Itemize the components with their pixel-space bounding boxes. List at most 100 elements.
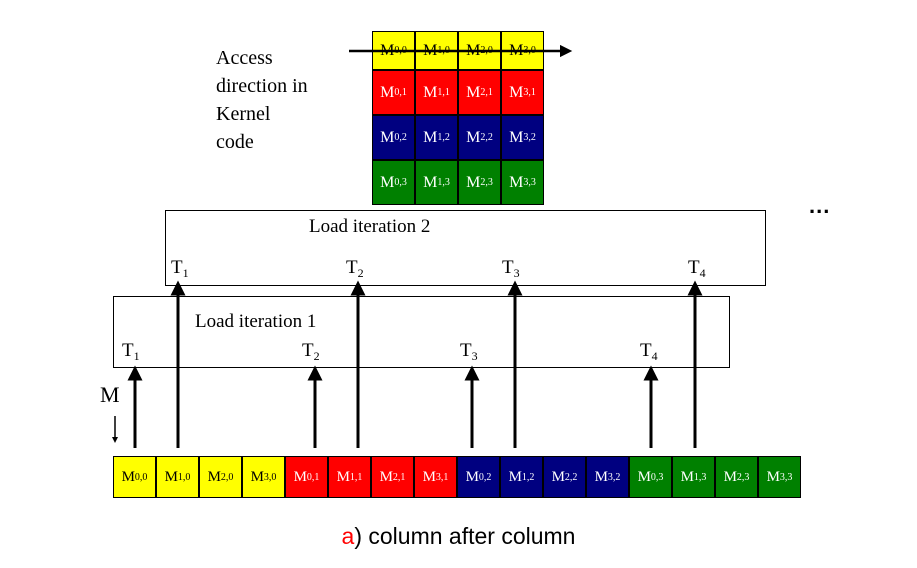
access-line-1: Access [216, 47, 273, 69]
thread-label-iter2: T2 [346, 257, 364, 281]
cell-index: 0,0 [134, 471, 148, 483]
cell-index: 0,3 [394, 177, 407, 188]
cell-letter: M [422, 468, 436, 485]
cell-index: 3,2 [523, 132, 536, 143]
cell-index: 1,0 [177, 471, 191, 483]
cell-letter: M [336, 468, 350, 485]
cell-letter: M [509, 128, 524, 146]
cell-index: 2,3 [736, 471, 750, 483]
cell-letter: M [380, 128, 395, 146]
cell-index: 3,2 [607, 471, 621, 483]
thread-label-iter2: T3 [502, 257, 520, 281]
cell-letter: M [380, 173, 395, 191]
cell-index: 2,1 [480, 87, 493, 98]
caption-letter: a [341, 523, 355, 549]
cell-index: 0,1 [394, 87, 407, 98]
load-iteration-1-label: Load iteration 1 [195, 311, 317, 332]
thread-prefix: T [302, 340, 314, 361]
cell-letter: M [466, 83, 481, 101]
cell-index: 3,3 [779, 471, 793, 483]
cell-letter: M [594, 468, 608, 485]
cell-letter: M [250, 468, 264, 485]
cell-index: 1,1 [437, 87, 450, 98]
cell-index: 2,3 [480, 177, 493, 188]
thread-prefix: T [122, 340, 134, 361]
thread-index: 1 [133, 349, 140, 363]
cell-index: 3,0 [263, 471, 277, 483]
cell-index: 1,3 [437, 177, 450, 188]
cell-index: 2,1 [392, 471, 406, 483]
thread-index: 2 [357, 266, 364, 280]
access-line-2: direction in [216, 75, 308, 97]
cell-index: 0,1 [306, 471, 320, 483]
thread-label-iter2: T4 [688, 257, 706, 281]
cell-index: 0,3 [650, 471, 664, 483]
cell-index: 3,3 [523, 177, 536, 188]
thread-label-iter1: T4 [640, 340, 658, 364]
thread-index: 1 [182, 266, 189, 280]
cell-letter: M [423, 128, 438, 146]
cell-index: 1,1 [349, 471, 363, 483]
thread-index: 3 [513, 266, 520, 280]
cell-letter: M [293, 468, 307, 485]
cell-letter: M [466, 128, 481, 146]
thread-label-iter1: T1 [122, 340, 140, 364]
cell-index: 3,1 [435, 471, 449, 483]
thread-index: 4 [699, 266, 706, 280]
thread-index: 2 [313, 349, 320, 363]
cell-letter: M [164, 468, 178, 485]
cell-letter: M [509, 83, 524, 101]
cell-letter: M [423, 41, 438, 59]
thread-label-iter1: T2 [302, 340, 320, 364]
cell-index: 2,0 [480, 45, 493, 56]
cell-letter: M [466, 41, 481, 59]
cell-index: 0,2 [394, 132, 407, 143]
cell-index: 2,2 [564, 471, 578, 483]
m-label: M [100, 382, 120, 407]
cell-letter: M [423, 173, 438, 191]
thread-index: 4 [651, 349, 658, 363]
cell-letter: M [466, 173, 481, 191]
cell-letter: M [551, 468, 565, 485]
figure-caption: a) column after column [0, 523, 917, 550]
access-direction-label: Access direction in Kernel code [216, 44, 308, 156]
cell-index: 1,0 [437, 45, 450, 56]
thread-prefix: T [640, 340, 652, 361]
thread-prefix: T [502, 257, 514, 278]
cell-index: 0,0 [394, 45, 407, 56]
continuation-dots: ... [809, 193, 831, 218]
caption-text: ) column after column [354, 523, 576, 549]
cell-index: 3,0 [523, 45, 536, 56]
cell-letter: M [508, 468, 522, 485]
thread-prefix: T [688, 257, 700, 278]
cell-letter: M [380, 41, 395, 59]
